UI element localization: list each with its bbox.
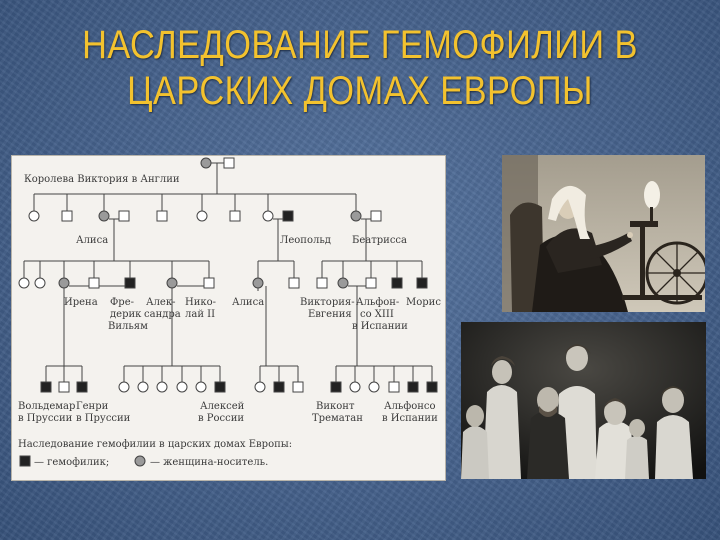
title-line-1: НАСЛЕДОВАНИЕ ГЕМОФИЛИИ В <box>82 23 638 67</box>
gen3-symbols <box>18 277 428 289</box>
male-symbol <box>58 381 70 393</box>
queen-victoria-carrier-symbol <box>200 157 212 169</box>
victoria-eugenia-carrier-symbol <box>337 277 349 289</box>
male-symbol <box>370 210 382 222</box>
label-alisa: Алиса <box>76 235 108 246</box>
female-symbol <box>349 381 361 393</box>
legend-title: Наследование гемофилии в царских домах Е… <box>18 439 292 450</box>
irena-carrier-symbol <box>58 277 70 289</box>
male-symbol <box>223 157 235 169</box>
female-symbol <box>156 381 168 393</box>
female-symbol <box>196 210 208 222</box>
label-alfonso13-3: в Испании <box>352 321 408 332</box>
alisa-carrier-symbol <box>98 210 110 222</box>
alfonso13-symbol <box>365 277 377 289</box>
male-symbol <box>88 277 100 289</box>
label-henry-2: в Пруссии <box>76 413 131 424</box>
leopold-affected-symbol <box>282 210 294 222</box>
female-symbol <box>262 210 274 222</box>
alexei-affected-symbol <box>214 381 226 393</box>
label-alexei-1: Алексей <box>200 401 245 412</box>
legend: Наследование гемофилии в царских домах Е… <box>18 439 292 468</box>
affected-male-symbol <box>273 381 285 393</box>
label-alfonso13-2: со XIII <box>360 309 394 320</box>
label-henry-1: Генри <box>76 401 109 412</box>
label-viscount-1: Виконт <box>316 401 355 412</box>
label-waldemar-2: в Пруссии <box>18 413 73 424</box>
queen-victoria-photo <box>502 155 705 312</box>
label-alexandra-2: сандра <box>144 309 181 320</box>
label-waldemar-1: Вольдемар <box>18 401 75 412</box>
female-symbol <box>34 277 46 289</box>
alexandra-carrier-symbol <box>166 277 178 289</box>
romanov-family-photo <box>461 322 706 479</box>
label-victoria-eugenia-2: Евгения <box>308 309 352 320</box>
legend-carrier-symbol <box>134 455 146 467</box>
henry-affected-symbol <box>76 381 88 393</box>
label-alfonso-2: в Испании <box>382 413 438 424</box>
label-nicholas-2: лай II <box>185 309 215 320</box>
label-alexandra-1: Алек- <box>146 297 175 308</box>
legend-carrier: — женщина-носитель. <box>150 457 268 468</box>
slide-title: НАСЛЕДОВАНИЕ ГЕМОФИЛИИ В ЦАРСКИХ ДОМАХ Е… <box>50 22 669 114</box>
label-nicholas-1: Нико- <box>185 297 216 308</box>
leopold-beatrice-son-affected-symbol <box>391 277 403 289</box>
frederick-affected-symbol <box>124 277 136 289</box>
queen-victoria-photo-art <box>502 155 705 312</box>
female-symbol <box>368 381 380 393</box>
female-symbol <box>18 277 30 289</box>
female-symbol <box>118 381 130 393</box>
gen4-symbols <box>40 381 438 393</box>
male-symbol <box>388 381 400 393</box>
pedigree-svg: Королева Виктория в Англии Алиса Леополь… <box>18 157 441 468</box>
label-maurice: Морис <box>406 297 441 308</box>
label-alfonso-1: Альфонсо <box>384 401 436 412</box>
title-line-2: ЦАРСКИХ ДОМАХ ЕВРОПЫ <box>127 69 593 113</box>
label-alexei-2: в России <box>198 413 244 424</box>
gen2-symbols <box>28 210 382 222</box>
male-symbol <box>316 277 328 289</box>
label-alfonso13-1: Альфон- <box>356 297 399 308</box>
female-symbol <box>28 210 40 222</box>
nicholas-symbol <box>203 277 215 289</box>
alisa2-carrier-symbol <box>252 277 264 289</box>
label-frederick-1: Фре- <box>110 297 134 308</box>
legend-hemophiliac-symbol <box>19 455 31 467</box>
viscount-affected-symbol <box>330 381 342 393</box>
male-symbol <box>118 210 130 222</box>
female-symbol <box>176 381 188 393</box>
legend-hemophiliac: — гемофилик; <box>34 457 109 468</box>
alfonso-affected-symbol <box>426 381 438 393</box>
label-frederick-3: Вильям <box>108 321 148 332</box>
affected-male-symbol <box>407 381 419 393</box>
female-symbol <box>254 381 266 393</box>
pedigree-chart: Королева Виктория в Англии Алиса Леополь… <box>12 156 445 480</box>
label-irena: Ирена <box>64 297 98 308</box>
male-symbol <box>156 210 168 222</box>
male-symbol <box>292 381 304 393</box>
label-beatrice: Беатрисса <box>352 235 407 246</box>
beatrice-carrier-symbol <box>350 210 362 222</box>
label-frederick-2: дерик <box>110 309 142 320</box>
label-leopold: Леопольд <box>280 235 331 246</box>
female-symbol <box>137 381 149 393</box>
label-alisa2: Алиса <box>232 297 264 308</box>
pedigree-lines <box>23 162 433 382</box>
maurice-affected-symbol <box>416 277 428 289</box>
label-victoria-eugenia-1: Виктория- <box>300 297 355 308</box>
waldemar-affected-symbol <box>40 381 52 393</box>
male-symbol <box>61 210 73 222</box>
romanov-family-photo-art <box>461 322 706 479</box>
female-symbol <box>195 381 207 393</box>
male-symbol <box>288 277 300 289</box>
label-viscount-2: Трематан <box>312 413 363 424</box>
male-symbol <box>229 210 241 222</box>
label-queen-victoria: Королева Виктория в Англии <box>24 174 180 185</box>
gen1-symbols <box>200 157 235 169</box>
